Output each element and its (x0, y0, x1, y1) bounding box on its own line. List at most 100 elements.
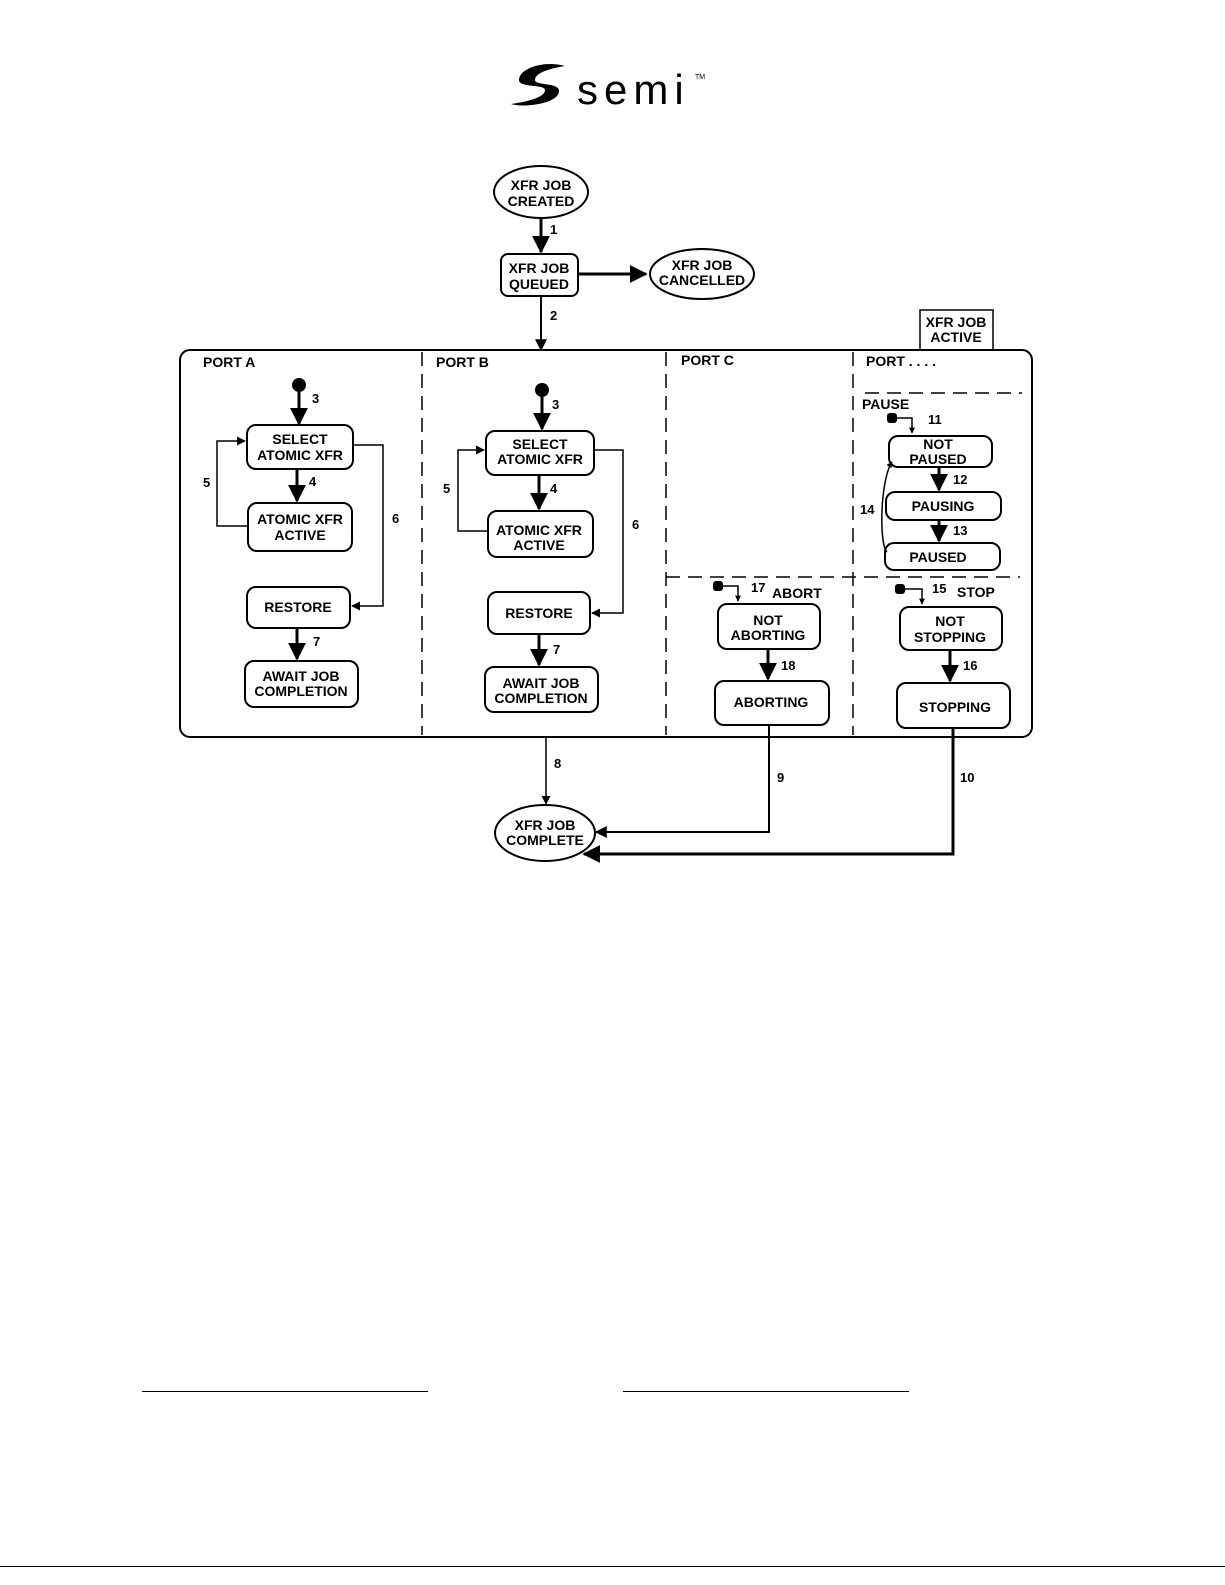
xfr-job-active-region (179, 349, 1033, 738)
port-c-title: PORT C (681, 352, 734, 368)
state-label: ACTIVE (274, 527, 325, 543)
transition-arrow-10 (582, 728, 955, 863)
state-xfr-job-cancelled: XFR JOB CANCELLED (649, 248, 755, 300)
state-label: XFR JOB (509, 260, 570, 276)
stop-stopping: STOPPING (896, 682, 1011, 729)
transition-number: 9 (777, 770, 784, 785)
abort-aborting: ABORTING (714, 680, 830, 726)
state-label: QUEUED (509, 276, 569, 292)
port-more-title: PORT . . . . (866, 353, 936, 369)
signature-line-left (142, 1391, 428, 1392)
state-label: XFR JOB (511, 177, 572, 193)
transition-number: 3 (312, 391, 319, 406)
state-label: ATOMIC XFR (496, 522, 582, 538)
transition-number: 1 (550, 222, 557, 237)
transition-arrow-5 (216, 436, 248, 527)
state-label: ABORTING (731, 627, 806, 643)
state-label: XFR JOB (515, 817, 576, 833)
initial-state-dot (895, 584, 905, 594)
transition-arrow-15 (905, 588, 925, 605)
transition-number: 5 (203, 475, 210, 490)
transition-arrow-9 (594, 725, 770, 838)
pause-not-paused: NOT PAUSED (888, 435, 993, 468)
port-b-select-atomic-xfr: SELECT ATOMIC XFR (485, 430, 595, 476)
semi-logo: semi TM (505, 60, 715, 120)
transition-number: 2 (550, 308, 557, 323)
port-b-title: PORT B (436, 354, 489, 370)
state-label: COMPLETE (506, 832, 584, 848)
initial-state-dot (887, 413, 897, 423)
state-label: NOT (923, 436, 953, 452)
transition-number: 16 (963, 658, 977, 673)
state-label: COMPLETION (254, 683, 347, 699)
state-xfr-job-queued: XFR JOB QUEUED (500, 253, 579, 297)
port-b-restore: RESTORE (487, 591, 591, 635)
state-label: ACTIVE (513, 537, 564, 553)
initial-state-dot (713, 581, 723, 591)
transition-number: 4 (550, 481, 558, 496)
transition-arrow-11 (897, 417, 915, 434)
transition-number: 17 (751, 580, 765, 595)
transition-number: 12 (953, 472, 967, 487)
transition-number: 8 (554, 756, 561, 771)
state-label: COMPLETION (494, 690, 587, 706)
state-label: RESTORE (264, 599, 331, 615)
state-label: CANCELLED (659, 272, 745, 288)
transition-number: 14 (860, 502, 875, 517)
stop-region-label: STOP (957, 584, 995, 600)
transition-number: 13 (953, 523, 967, 538)
pause-region-label: PAUSE (862, 396, 909, 412)
state-label: CREATED (508, 193, 575, 209)
semi-swoosh-icon (511, 63, 565, 106)
transition-number: 11 (928, 412, 942, 427)
state-label: AWAIT JOB (262, 668, 339, 684)
abort-region-label: ABORT (772, 585, 822, 601)
transition-number: 7 (313, 634, 320, 649)
transition-number: 10 (960, 770, 974, 785)
transition-number: 6 (632, 517, 639, 532)
transition-number: 15 (932, 581, 946, 596)
port-a-restore: RESTORE (246, 586, 351, 629)
state-label: NOT (753, 612, 783, 628)
state-label: PAUSED (909, 549, 966, 565)
state-label: ATOMIC XFR (257, 511, 343, 527)
transition-arrow-14 (881, 461, 893, 553)
state-label: AWAIT JOB (502, 675, 579, 691)
state-xfr-job-complete: XFR JOB COMPLETE (494, 804, 596, 862)
footer-rule (0, 1566, 1225, 1567)
state-label: SELECT (272, 431, 328, 447)
signature-line-right (623, 1391, 909, 1392)
transition-number: 18 (781, 658, 795, 673)
port-a-await-job-completion: AWAIT JOB COMPLETION (244, 660, 359, 708)
transition-number: 6 (392, 511, 399, 526)
state-label: ACTIVE (930, 329, 981, 345)
port-a-atomic-xfr-active: ATOMIC XFR ACTIVE (247, 502, 353, 552)
trademark-mark: TM (695, 74, 706, 81)
port-a-title: PORT A (203, 354, 255, 370)
port-a-select-atomic-xfr: SELECT ATOMIC XFR (246, 424, 354, 470)
transition-number: 5 (443, 481, 450, 496)
abort-not-aborting: NOT ABORTING (717, 603, 821, 650)
pause-pausing: PAUSING (885, 491, 1002, 521)
transition-arrow-17 (723, 585, 741, 602)
state-label: ABORTING (734, 694, 809, 710)
transition-arrow-6 (591, 449, 624, 618)
state-label: PAUSED (909, 451, 966, 467)
pause-paused: PAUSED (884, 542, 1001, 571)
state-label: STOPPING (914, 629, 986, 645)
state-label: ATOMIC XFR (497, 451, 583, 467)
state-label: NOT (935, 613, 965, 629)
state-label: RESTORE (505, 605, 572, 621)
stop-not-stopping: NOT STOPPING (899, 606, 1003, 651)
state-label: STOPPING (919, 699, 991, 715)
transition-number: 3 (552, 397, 559, 412)
initial-state-dot (535, 383, 549, 397)
region-dividers (421, 352, 1022, 735)
transition-number: 4 (309, 474, 317, 489)
semi-logo-word: semi (577, 66, 690, 113)
port-b-await-job-completion: AWAIT JOB COMPLETION (484, 666, 599, 713)
transition-arrow-6 (351, 444, 384, 611)
state-label: XFR JOB (672, 257, 733, 273)
state-label: XFR JOB (926, 314, 987, 330)
